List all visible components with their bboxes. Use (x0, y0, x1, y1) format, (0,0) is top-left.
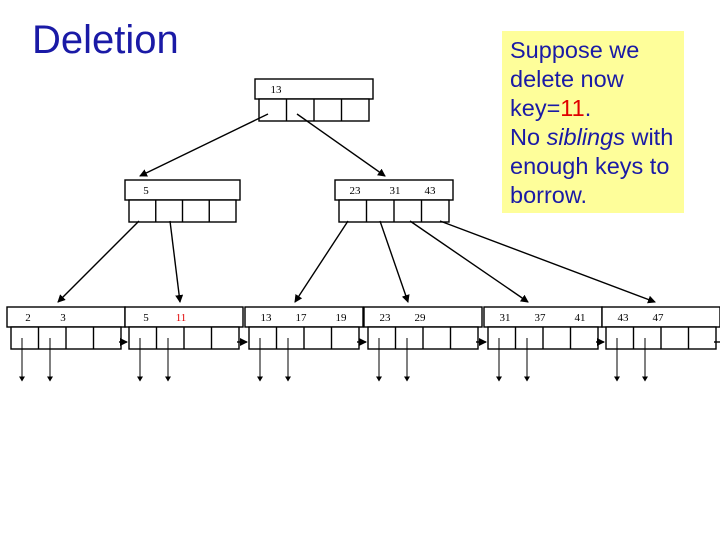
edge-left-to-leaf-2 (169, 220, 184, 303)
edge-right-to-leaf-5 (409, 220, 529, 303)
leaf-node-2-key: 11 (176, 312, 187, 324)
slide-title: Deletion (32, 18, 179, 62)
leaf-node-3-key: 19 (336, 312, 348, 324)
note-line-3: key=11. (510, 95, 592, 121)
leaf-node-1-key: 3 (60, 312, 66, 324)
note-line-2: delete now (510, 66, 624, 92)
edge-right-to-leaf-3 (294, 220, 349, 303)
edge-right-to-leaf-6 (439, 220, 656, 304)
note-line-5: enough keys to (510, 153, 670, 179)
internal-node-right-key: 43 (425, 185, 437, 197)
internal-node-left-keys (124, 179, 241, 201)
leaf-node-5-key: 41 (575, 312, 586, 324)
note-line-1: Suppose we (510, 37, 640, 63)
leaf-node-1-key: 2 (25, 312, 31, 324)
leaf-node-6-key: 43 (618, 312, 630, 324)
edge-root-to-left (139, 113, 269, 177)
leaf-node-5-key: 37 (535, 312, 547, 324)
leaf-node-3-key: 13 (261, 312, 273, 324)
internal-node-left-key: 5 (143, 185, 149, 197)
explanation-note: Suppose we delete now key=11. No sibling… (502, 31, 684, 213)
leaf-node-6-key: 47 (653, 312, 665, 324)
edge-right-to-leaf-4 (379, 220, 410, 303)
leaf-node-3-key: 17 (296, 312, 308, 324)
leaf-node-4-key: 29 (415, 312, 427, 324)
edge-root-to-right (296, 113, 386, 177)
internal-node-right-key: 23 (350, 185, 362, 197)
edge-left-to-leaf-1 (57, 220, 140, 303)
note-line-4: No siblings with (510, 124, 674, 150)
deleted-key-highlight: 11 (560, 95, 585, 121)
leaf-node-2-key: 5 (143, 312, 149, 324)
leaf-node-4-key: 23 (380, 312, 392, 324)
leaf-node-5-key: 31 (500, 312, 511, 324)
internal-node-right-key: 31 (390, 185, 401, 197)
note-line-6: borrow. (510, 182, 588, 208)
root-node-key: 13 (271, 84, 283, 96)
